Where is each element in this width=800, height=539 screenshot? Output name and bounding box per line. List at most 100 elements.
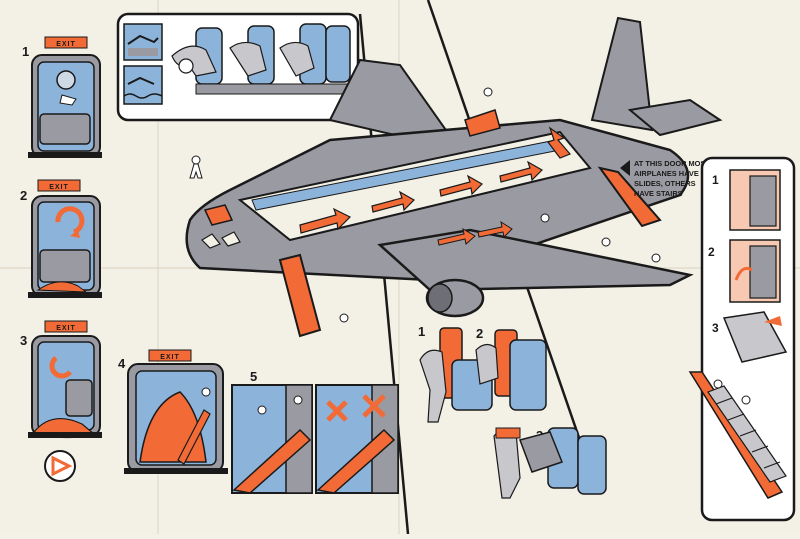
- step-number: 2: [708, 245, 715, 259]
- slide: [232, 428, 312, 494]
- slide-jump-panel: 5: [231, 369, 399, 494]
- person-head: [713, 379, 723, 389]
- inflating-slide: [36, 281, 88, 293]
- evacuee: [191, 155, 201, 165]
- rotate-arrow-icon: [49, 356, 72, 379]
- step-number: 1: [418, 324, 425, 339]
- exit-sign-label: EXIT: [56, 41, 76, 48]
- seat-row: [547, 427, 607, 495]
- step-number: 2: [476, 326, 483, 341]
- overwing-exit-steps: 1 2 3: [418, 324, 607, 499]
- exit-sign-label: EXIT: [160, 354, 180, 361]
- forward-door-slide: [278, 253, 322, 338]
- seat: [509, 339, 547, 411]
- rotate-arrow-icon: [55, 206, 85, 235]
- far-wing-slide: [464, 109, 501, 137]
- waves-icon: [123, 93, 163, 99]
- aisle-arrow-icon: [547, 126, 572, 159]
- deploy-arrow-icon: [764, 316, 782, 326]
- airplane-cutaway: [185, 16, 723, 338]
- door-note-line-4: HAVE STAIRS: [634, 189, 683, 198]
- wing-exit-arrow-icon: [437, 228, 476, 246]
- evacuee: [189, 163, 203, 179]
- aisle-arrow-icon: [499, 160, 543, 183]
- door-step-4: 4 EXIT: [118, 349, 228, 474]
- inflation-arrow-icon: [51, 455, 73, 477]
- aisle-arrow-icon: [371, 190, 415, 213]
- vertical-stabilizer: [590, 16, 654, 132]
- pull-arrow-icon: [177, 409, 211, 465]
- cockpit-windows: [201, 231, 241, 249]
- step-number: 4: [118, 356, 126, 371]
- removed-hatch: [519, 431, 563, 473]
- door-handle-panel: [65, 379, 93, 417]
- door-step-2: 2 EXIT: [20, 179, 102, 298]
- aisle-arrow-icon: [439, 174, 483, 197]
- aisle-arrow-icon: [299, 207, 352, 234]
- deploying-stairs: [722, 311, 788, 363]
- door-notice: AT THIS DOOR MOST AIRPLANES HAVE SLIDES,…: [620, 159, 710, 198]
- seat: [577, 435, 607, 495]
- hatch-handle: [495, 427, 521, 439]
- step-number: 3: [712, 321, 719, 335]
- step-number: 2: [20, 188, 27, 203]
- door-step-1: 1 EXIT: [22, 36, 102, 158]
- exit-sign: [148, 349, 192, 362]
- exit-sign: [37, 179, 81, 192]
- person-head: [201, 387, 211, 397]
- wing-exit-arrow-icon: [477, 220, 513, 239]
- braced-passenger: [229, 41, 267, 77]
- slide: [316, 428, 396, 494]
- door-note-line-1: AT THIS DOOR MOST: [634, 159, 710, 168]
- passenger-throwing-hatch: [493, 428, 521, 499]
- door-note-line-3: SLIDES, OTHERS: [634, 179, 696, 188]
- evacuees: [189, 87, 661, 323]
- seat: [325, 25, 351, 83]
- seat-row: [195, 23, 351, 85]
- exit-sign: [44, 320, 88, 333]
- door-note-line-2: AIRPLANES HAVE: [634, 169, 699, 178]
- slide-pack: [39, 249, 91, 283]
- door-porthole: [56, 70, 76, 90]
- slide-pack: [39, 113, 91, 145]
- seat-row: [451, 339, 547, 411]
- exit-sign-label: EXIT: [49, 184, 69, 191]
- passenger-opening-exit: [419, 349, 447, 423]
- aft-door-slide: [597, 166, 662, 228]
- door-sill: [28, 292, 102, 298]
- passenger-lifting-hatch: [475, 343, 499, 385]
- braced-passenger: [171, 45, 217, 77]
- evacuee: [601, 237, 611, 247]
- exit-sign: [44, 36, 88, 49]
- ground-icon: [128, 48, 158, 56]
- plane-descent-icon: [127, 34, 159, 45]
- horizontal-stabilizer: [627, 98, 723, 137]
- passenger-head: [178, 58, 194, 74]
- engine-intake: [427, 283, 453, 313]
- brace-position-panel: [116, 12, 360, 122]
- attendant-head: [293, 395, 303, 405]
- pointer-arrow-icon: [620, 160, 630, 176]
- person-head: [741, 395, 751, 405]
- evacuee: [483, 87, 493, 97]
- evacuee: [651, 253, 661, 263]
- door-sill: [28, 432, 102, 438]
- arrow-head-icon: [70, 230, 80, 238]
- right-wing: [377, 228, 694, 292]
- braced-passenger: [279, 41, 315, 77]
- plane-ditch-icon: [127, 76, 155, 85]
- door-step-3: 3 EXIT: [20, 320, 102, 482]
- seat-base: [195, 83, 357, 95]
- jumper-head: [257, 405, 267, 415]
- step-number: 5: [250, 369, 257, 384]
- prohibited-x-icon: [326, 394, 386, 422]
- door-sill: [124, 468, 228, 474]
- step-number: 3: [20, 333, 27, 348]
- stair-unit: [749, 175, 777, 227]
- brace-passengers: [171, 41, 315, 77]
- evacuee: [540, 213, 550, 223]
- stair-unit: [749, 245, 777, 299]
- hand-icon: [59, 94, 77, 106]
